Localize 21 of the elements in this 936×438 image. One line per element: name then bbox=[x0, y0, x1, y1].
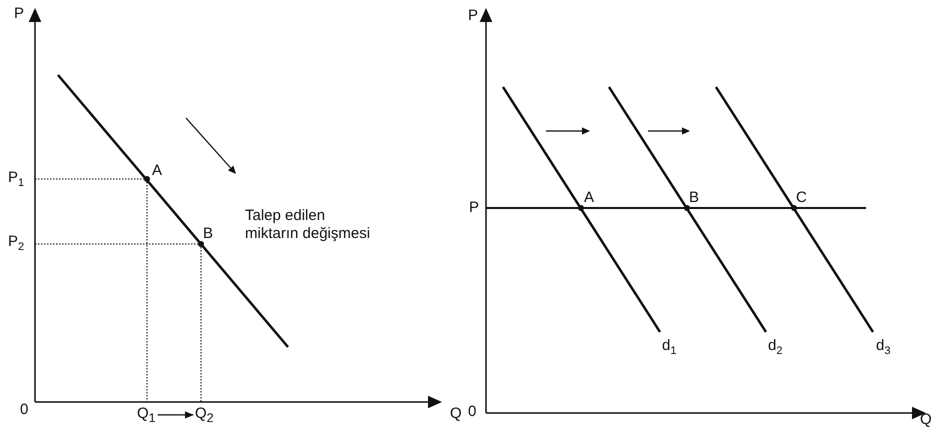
axis-label: Q bbox=[450, 406, 462, 422]
tick-label: 0 bbox=[20, 402, 28, 418]
tick-label: 0 bbox=[468, 404, 476, 420]
curve-label: d$_{1}$ bbox=[662, 338, 676, 354]
point-label: A bbox=[152, 163, 162, 180]
axis-label: P bbox=[469, 200, 480, 216]
axis-label: P bbox=[14, 6, 24, 22]
point-label: B bbox=[689, 190, 700, 206]
point-label: C bbox=[796, 190, 807, 206]
tick-label: P$_{2}$ bbox=[8, 234, 24, 250]
tick-label: P$_{1}$ bbox=[8, 170, 24, 186]
point-label: A bbox=[584, 190, 594, 206]
point-label: B bbox=[203, 226, 214, 242]
axis-label: Q bbox=[920, 412, 932, 428]
annotation-text: Talep edilen miktarın değişmesi bbox=[245, 207, 372, 243]
arrow bbox=[158, 411, 194, 419]
axis-label: P bbox=[468, 8, 478, 24]
tick-label: Q$_{2}$ bbox=[195, 406, 214, 426]
curve-label: d$_{3}$ bbox=[876, 338, 890, 354]
curve-label: d$_{2}$ bbox=[768, 338, 782, 354]
tick-label: Q$_{1}$ bbox=[137, 406, 156, 426]
